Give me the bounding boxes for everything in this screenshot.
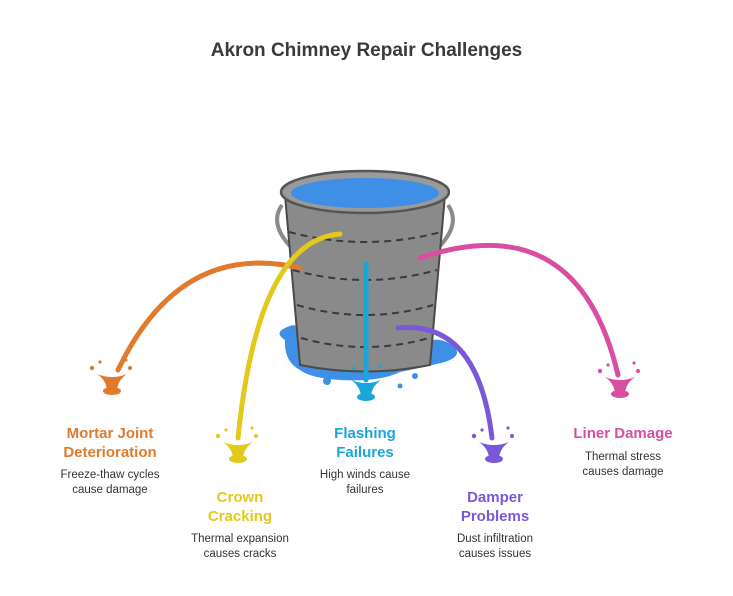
bucket-water xyxy=(291,178,439,208)
leak-stream-crown xyxy=(235,231,343,441)
leak-stream-liner xyxy=(417,242,621,378)
challenge-label-flashing: Flashing Failures xyxy=(334,425,396,461)
leak-stream-mortar xyxy=(115,260,303,373)
challenge-label-crown: Crown Cracking xyxy=(207,489,273,525)
water-droplet xyxy=(397,383,403,389)
challenge-desc-damper: Dust infiltration causes issues xyxy=(456,533,534,560)
challenge-label-mortar: Mortar Joint Deterioration xyxy=(63,425,157,461)
water-droplet xyxy=(323,377,331,385)
challenge-label-liner: Liner Damage xyxy=(573,425,673,442)
splash-liner xyxy=(597,361,640,398)
bucket-ring xyxy=(296,304,434,316)
challenge-desc-mortar: Freeze-thaw cycles cause damage xyxy=(60,469,160,496)
leak-stream-damper xyxy=(395,325,495,441)
water-droplet xyxy=(412,373,418,379)
challenge-desc-liner: Thermal stress causes damage xyxy=(582,451,664,478)
splash-damper xyxy=(471,426,514,463)
bucket-ring xyxy=(288,231,442,243)
splash-mortar xyxy=(89,358,132,395)
challenge-desc-crown: Thermal expansion causes cracks xyxy=(191,533,289,560)
challenge-label-damper: Damper Problems xyxy=(460,489,530,525)
challenge-desc-flashing: High winds cause failures xyxy=(319,469,411,496)
splash-crown xyxy=(215,426,258,463)
diagram-title: Akron Chimney Repair Challenges xyxy=(210,40,523,61)
splash-flashing xyxy=(343,364,386,401)
